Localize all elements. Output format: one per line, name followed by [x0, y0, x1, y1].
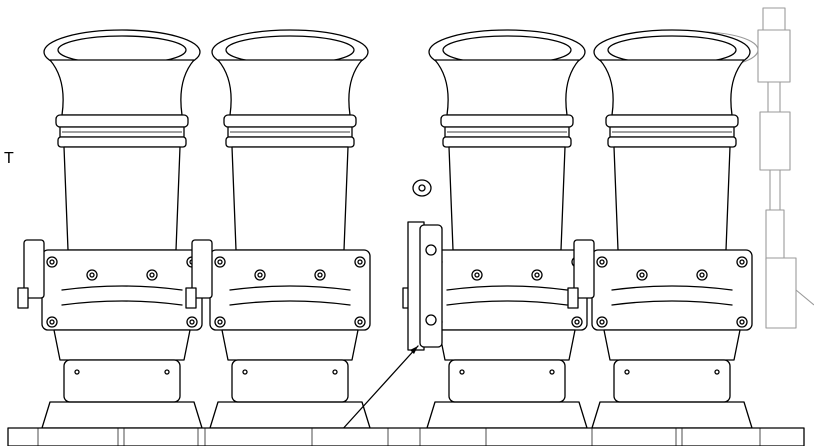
- annotation-label: T: [4, 150, 14, 167]
- throttle-body-3: [402, 29, 588, 429]
- linkage-plate: [339, 179, 443, 433]
- ghost-actuator-linkage: [641, 7, 814, 329]
- throttle-body-1: [17, 29, 203, 429]
- base-rail: [7, 427, 805, 446]
- throttle-body-2: [185, 29, 371, 429]
- throttle-body-4: [567, 29, 753, 429]
